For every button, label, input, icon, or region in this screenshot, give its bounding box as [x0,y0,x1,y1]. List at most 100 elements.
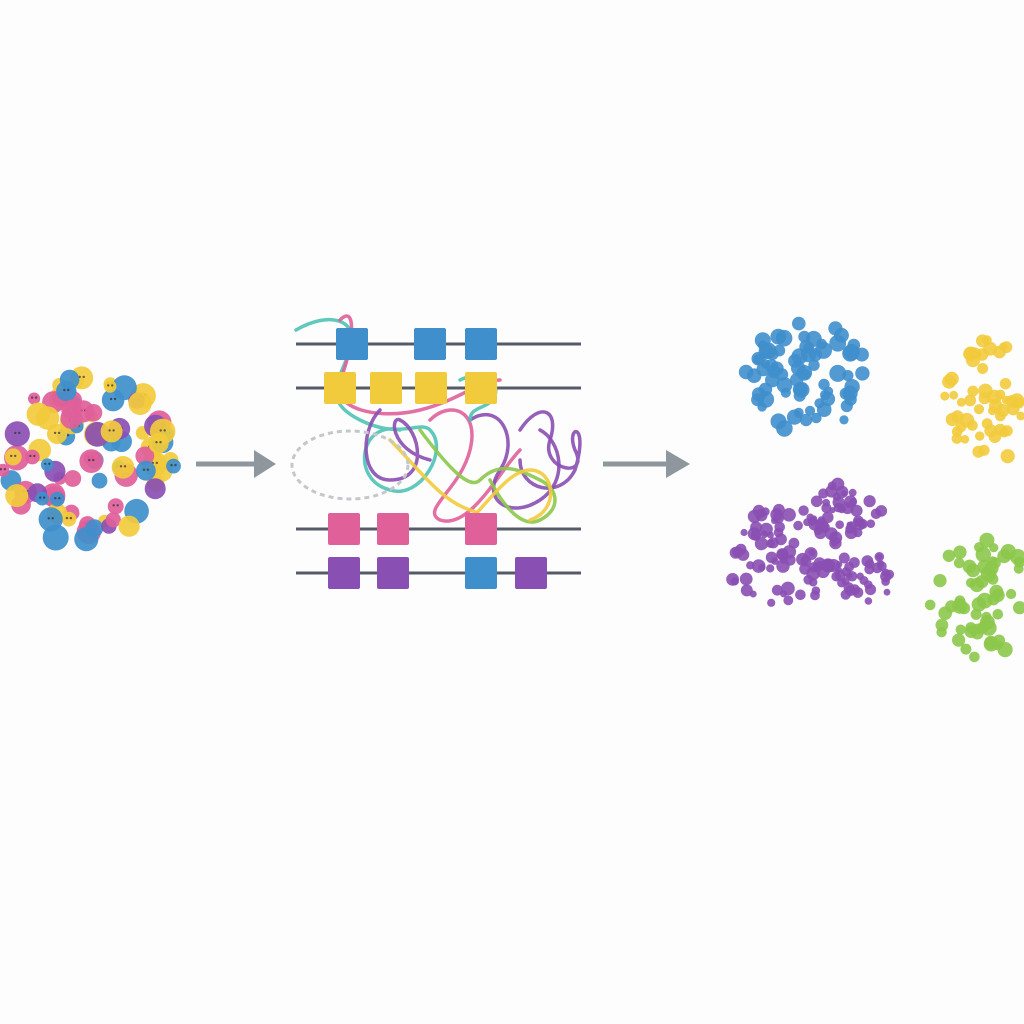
group-dot [774,521,785,533]
group-dot [1013,563,1024,574]
dot-face-mark [108,429,111,432]
group-dot [804,405,816,416]
group-dot [972,445,985,458]
group-dot [997,549,1012,564]
group-dot [855,366,870,381]
output-group-blue [738,316,870,437]
group-dot [967,385,979,397]
mixed-dot [111,456,135,479]
dot-face-mark [33,454,36,458]
group-dot [989,543,999,553]
dot-face-mark [47,517,50,520]
rail-square [465,372,497,404]
group-dot [740,528,748,537]
group-dot [864,564,875,575]
group-dot [978,392,991,405]
group-dot [842,370,854,382]
arrow-right-icon [603,450,690,478]
group-dot [1001,425,1013,437]
mixed-dot [136,460,156,481]
group-dot [942,549,956,562]
group-dot [837,578,847,588]
group-dot [772,503,785,516]
dot-face-mark [92,458,95,462]
rail-square [465,513,497,545]
group-dot [776,420,793,437]
group-dot [740,584,753,597]
group-dot [973,404,985,415]
rail-square [515,557,547,589]
rail-square [336,328,368,360]
group-dot [854,517,861,525]
rail-square [465,328,497,360]
dot-face-mark [155,461,158,465]
rail-square [465,557,497,589]
group-dot [838,552,850,564]
group-dot [984,561,999,576]
group-dot [938,606,952,620]
group-dot [825,527,838,541]
group-dot [960,435,970,444]
group-dot [730,577,739,586]
rail-square [377,557,409,589]
dot-face-mark [63,388,66,392]
dot-face-mark [14,431,17,435]
group-dot [940,391,950,401]
group-dot [738,364,754,380]
dot-face-mark [111,384,114,387]
dot-face-mark [107,384,110,387]
group-dot [810,495,823,508]
group-dot [757,340,768,351]
mixed-dot [79,449,104,473]
group-dot [1006,588,1017,600]
group-dot [752,504,765,517]
group-dot [840,589,851,600]
dot-face-mark [112,429,115,432]
mixed-dot [74,527,99,552]
dot-face-mark [54,497,57,500]
dot-face-mark [14,454,17,458]
dot-face-mark [155,441,158,444]
dot-face-mark [57,431,61,435]
sorted-output-groups [726,316,1024,663]
group-dot [987,573,999,585]
group-dot [835,561,843,568]
group-dot [864,597,873,605]
dot-face-mark [142,468,146,471]
mixed-dot [103,380,117,393]
group-dot [871,562,883,574]
group-dot [952,598,968,614]
arrow-right-icon [196,450,276,478]
group-dot [816,402,832,418]
group-dot [732,546,743,558]
group-dot [783,595,794,606]
group-dot [812,562,820,570]
dot-face-mark [113,397,117,401]
mixed-dot [118,515,140,537]
mixed-dot [5,484,29,508]
group-dot [831,571,842,582]
group-dot [771,517,778,525]
group-dot [782,508,796,522]
mixed-dot [105,512,121,528]
mixed-dot [91,472,108,489]
mixed-dot [61,511,77,527]
group-dot [953,557,965,569]
group-dot [995,389,1006,400]
dot-face-mark [82,375,85,379]
dot-face-mark [43,496,46,499]
group-dot [980,619,992,630]
group-dot [836,485,849,499]
group-dot [765,551,778,564]
group-dot [1010,549,1024,565]
group-dot [776,549,788,560]
dot-face-mark [109,397,113,401]
dot-face-mark [53,431,57,435]
output-group-yellow [940,334,1024,464]
group-dot [795,589,806,601]
rail-square [328,513,360,545]
group-dot [987,593,1000,606]
group-dot [775,368,789,381]
group-dot [956,397,966,407]
